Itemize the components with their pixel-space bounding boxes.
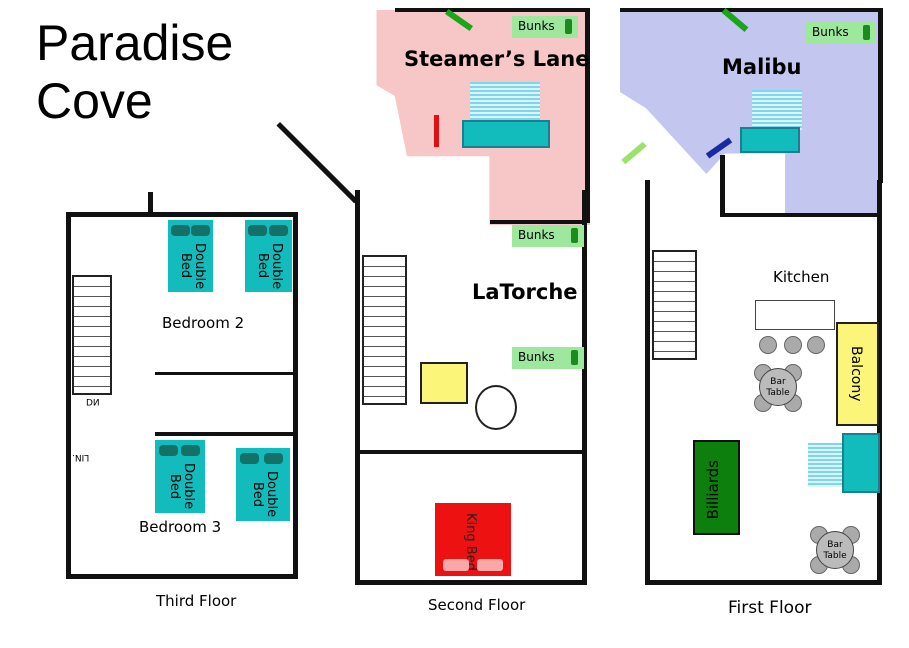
rug	[752, 90, 802, 130]
door-marker	[621, 141, 647, 165]
bed-label: Double Bed	[167, 463, 196, 510]
second-floor-outer-wall	[355, 190, 587, 585]
bar-table: Bar Table	[759, 368, 797, 406]
stairs	[72, 275, 112, 395]
first-floor-outer-wall	[645, 180, 882, 585]
title-line1: Paradise	[36, 15, 234, 71]
bunks-badge: Bunks	[806, 22, 876, 44]
east-wall	[585, 8, 590, 223]
bunks-label: Bunks	[518, 350, 555, 364]
third-floor-outer-wall	[66, 212, 298, 579]
north-wall	[395, 8, 590, 12]
title-line2: Cove	[36, 73, 153, 129]
kitchen-island	[755, 300, 835, 330]
east-wall	[878, 8, 883, 183]
sofa	[740, 127, 800, 153]
bed-label: Double Bed	[250, 471, 279, 518]
double-bed: Double Bed	[245, 220, 292, 292]
second-floor-label: Second Floor	[428, 596, 526, 614]
rug	[470, 82, 540, 124]
interior-wall	[490, 220, 587, 224]
bunks-label: Bunks	[518, 19, 555, 33]
stairs-label: DN	[86, 396, 100, 406]
king-bed: King Bed	[435, 503, 511, 576]
bunks-badge: Bunks	[512, 225, 584, 247]
diagonal-wall	[276, 122, 358, 204]
bed-label: Double Bed	[178, 242, 207, 290]
steamers-lane-label: Steamer’s Lane	[404, 47, 590, 71]
stairs	[362, 255, 407, 405]
interior-wall	[358, 450, 586, 454]
bunks-badge: Bunks	[512, 16, 578, 38]
bed-label: King Bed	[463, 513, 478, 571]
closet	[420, 362, 468, 404]
interior-wall	[155, 432, 295, 436]
stairs	[652, 250, 697, 360]
balcony-label: Balcony	[848, 346, 864, 402]
linen-label: LIN.	[72, 452, 90, 462]
rug	[808, 443, 846, 487]
bedroom-2-label: Bedroom 2	[162, 314, 245, 332]
stool	[784, 336, 802, 354]
bunk-icon	[571, 350, 578, 365]
door-marker	[434, 115, 439, 147]
latorche-label: LaTorche	[472, 280, 578, 304]
stool	[759, 336, 777, 354]
bathtub	[475, 385, 517, 430]
first-floor-label: First Floor	[728, 598, 812, 618]
third-floor-label: Third Floor	[156, 592, 237, 610]
interior-wall	[720, 213, 880, 217]
sofa	[842, 433, 880, 493]
billiards-table: Billiards	[693, 440, 740, 535]
bath-wall	[155, 372, 295, 375]
stool	[807, 336, 825, 354]
bunk-icon	[571, 228, 578, 243]
balcony: Balcony	[836, 322, 879, 426]
interior-wall	[720, 155, 725, 215]
double-bed: Double Bed	[155, 440, 205, 513]
billiards-label: Billiards	[704, 460, 722, 520]
kitchen-label: Kitchen	[773, 268, 830, 286]
double-bed: Double Bed	[168, 220, 213, 292]
malibu-label: Malibu	[722, 55, 802, 79]
bed-label: Double Bed	[255, 242, 284, 290]
bunks-label: Bunks	[518, 228, 555, 242]
bunk-icon	[863, 25, 870, 40]
wall-stub	[148, 192, 153, 212]
bar-table: Bar Table	[816, 531, 854, 569]
bunk-icon	[565, 19, 572, 34]
bedroom-3-label: Bedroom 3	[139, 518, 222, 536]
bunks-badge: Bunks	[512, 347, 584, 369]
sofa	[462, 120, 550, 148]
bunks-label: Bunks	[812, 25, 849, 39]
north-wall	[620, 8, 883, 12]
double-bed: Double Bed	[236, 448, 290, 521]
